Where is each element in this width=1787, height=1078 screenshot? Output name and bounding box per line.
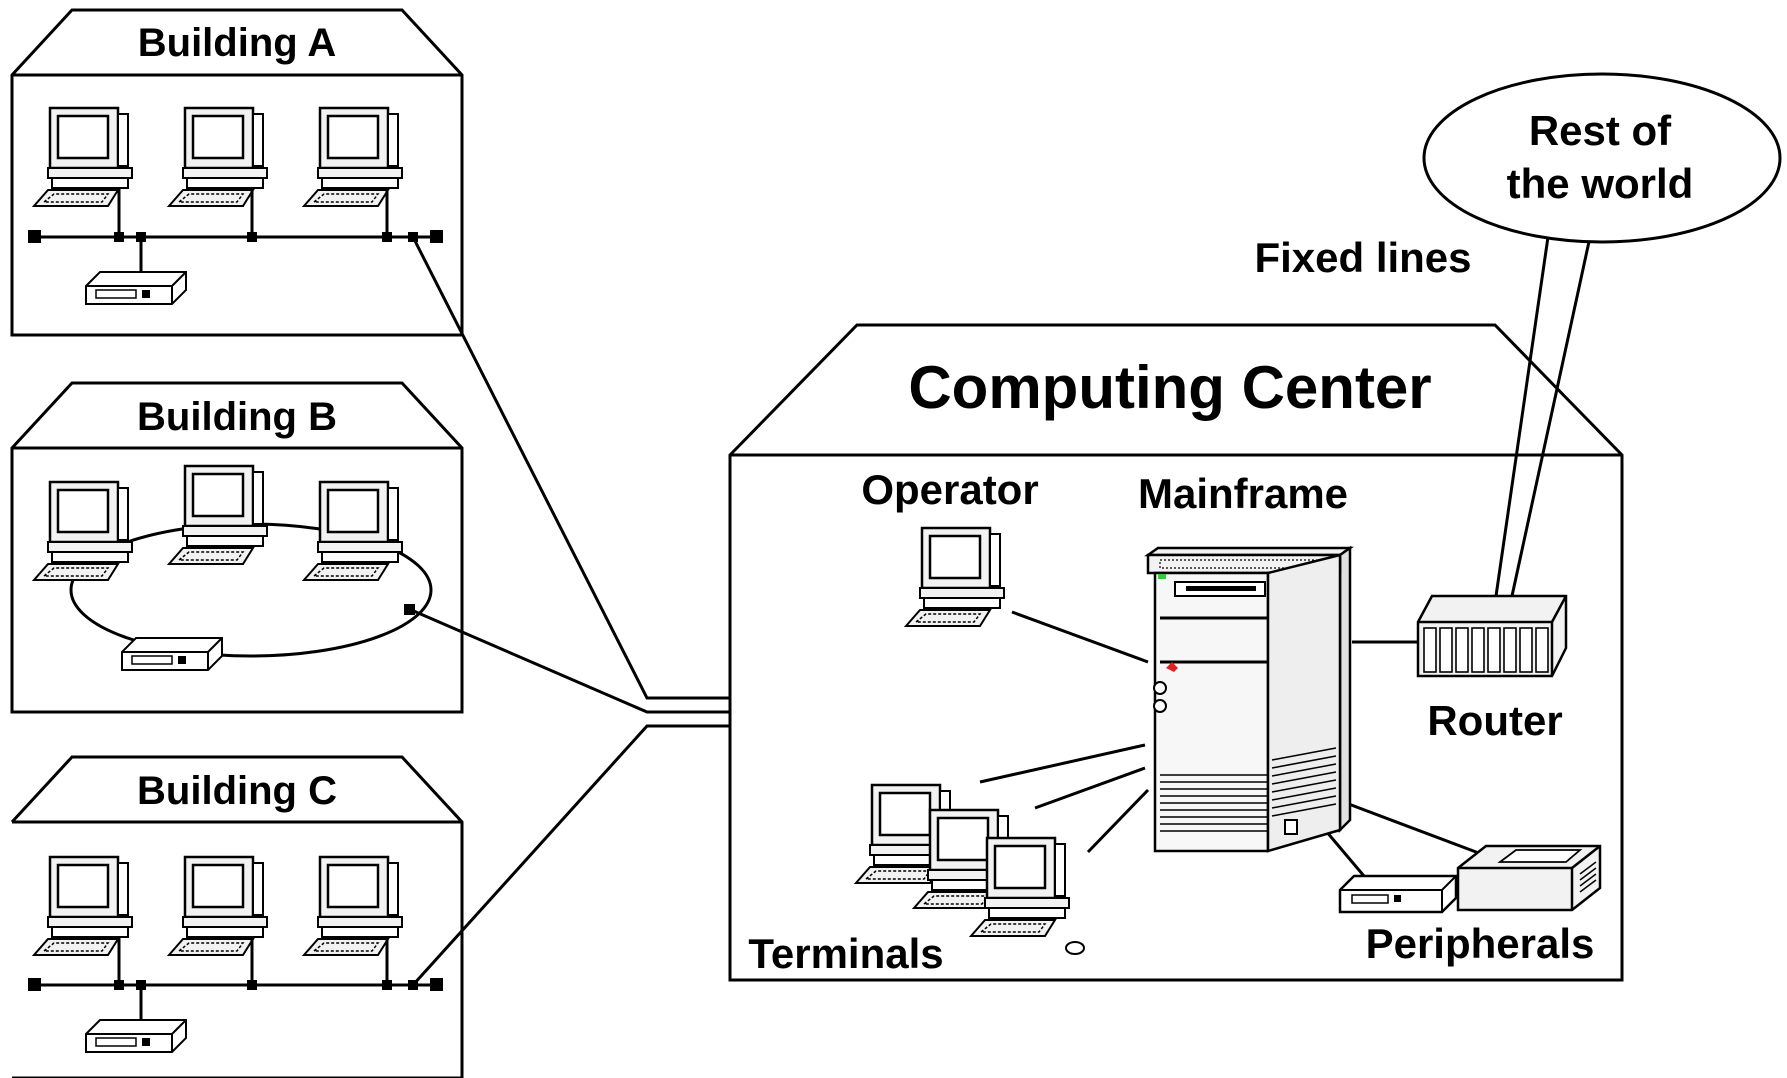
building-a: Building A	[10, 8, 464, 337]
fixed-lines	[1494, 236, 1592, 597]
fixed-lines-label: Fixed lines	[1254, 234, 1471, 281]
building-c-label: Building C	[137, 769, 337, 813]
peripherals-label: Peripherals	[1366, 920, 1595, 967]
computing-center: Computing Center Operator Mainframe Rout…	[728, 323, 1624, 982]
building-a-hub-icon	[85, 271, 187, 305]
building-b-hub-icon	[121, 637, 223, 671]
tape-drive-icon	[1338, 874, 1458, 914]
building-b: Building B	[10, 381, 464, 714]
rest-of-world-cloud: Rest of the world	[1422, 72, 1782, 244]
building-a-bus	[28, 188, 443, 275]
rest-of-world-line1: Rest of	[1529, 107, 1672, 154]
terminals-label: Terminals	[748, 930, 943, 977]
building-c: Building C	[10, 755, 464, 1078]
mainframe-label: Mainframe	[1138, 470, 1348, 517]
terminals-group	[854, 783, 1085, 955]
building-b-label: Building B	[137, 395, 337, 439]
peripherals-group	[1338, 844, 1602, 914]
router-rack-icon	[1416, 594, 1568, 678]
mainframe-server-icon	[1144, 545, 1354, 853]
printer-icon	[1456, 844, 1602, 912]
computing-center-label: Computing Center	[908, 354, 1431, 421]
router-label: Router	[1427, 697, 1562, 744]
operator-label: Operator	[861, 466, 1038, 513]
building-a-label: Building A	[138, 21, 336, 65]
building-c-hub-icon	[85, 1019, 187, 1053]
rest-of-world-line2: the world	[1507, 160, 1694, 207]
